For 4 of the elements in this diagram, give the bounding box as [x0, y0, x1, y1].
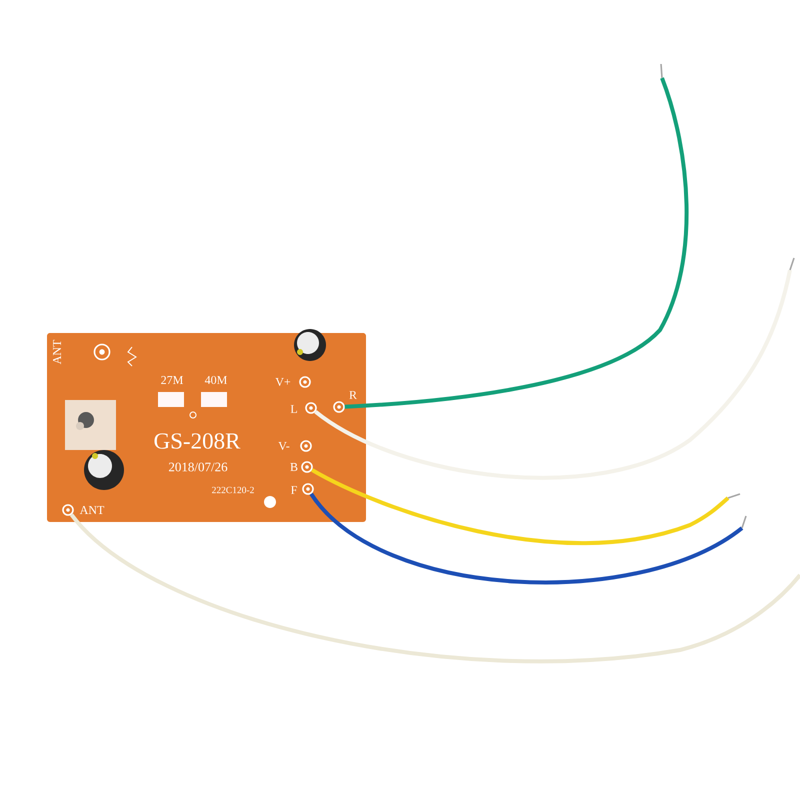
wire — [344, 77, 688, 409]
wire — [311, 468, 730, 546]
wire — [314, 270, 792, 480]
wire — [310, 492, 744, 584]
